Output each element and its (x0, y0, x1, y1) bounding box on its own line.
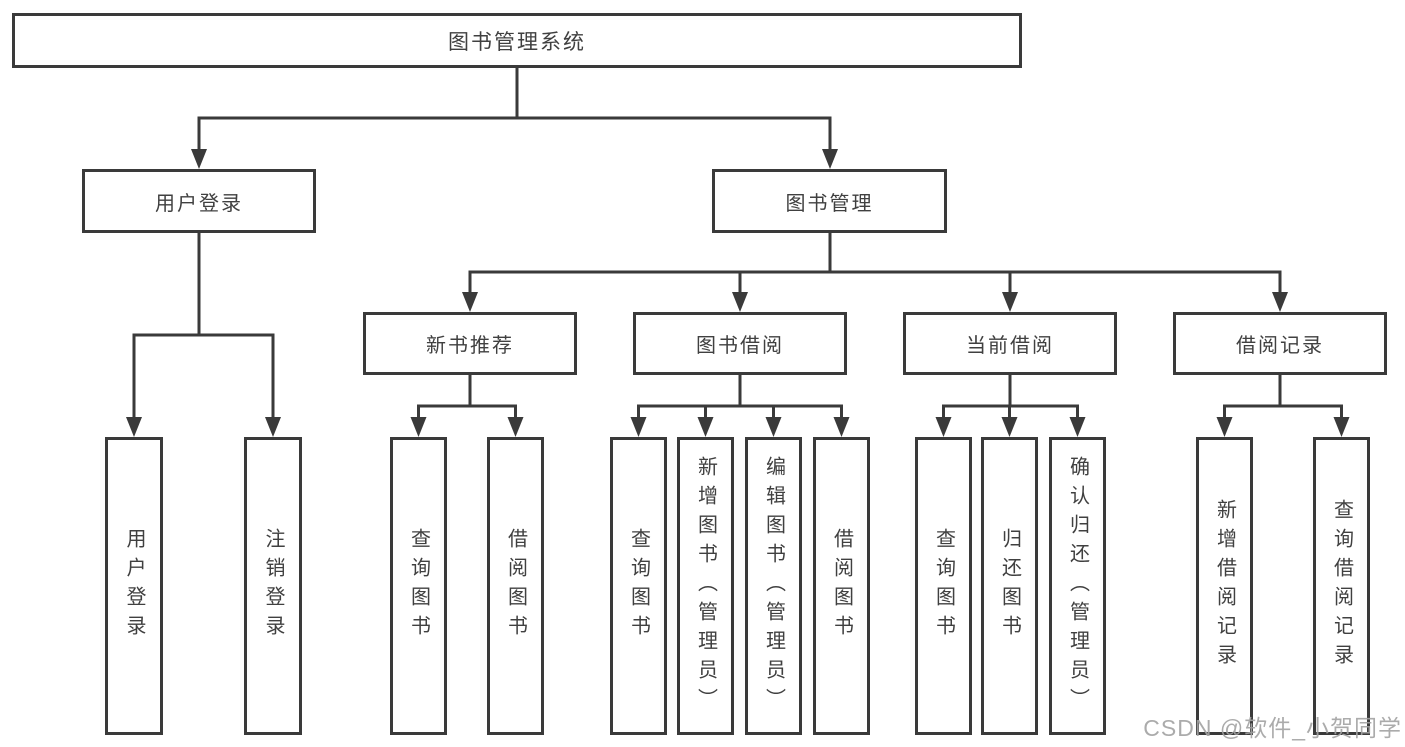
node-library-management-system: 图书管理系统 (12, 13, 1022, 68)
node-label: 借阅图书 (504, 528, 527, 644)
node-label: 图书管理系统 (448, 30, 586, 54)
node-label: 当前借阅 (966, 335, 1054, 357)
leaf-add-borrow-record: 新增借阅记录 (1196, 437, 1253, 735)
leaf-user-login: 用户登录 (105, 437, 163, 735)
leaf-query-books-recommend: 查询图书 (390, 437, 447, 735)
node-label: 查询图书 (407, 528, 430, 644)
node-label: 新书推荐 (426, 335, 514, 357)
node-label: 编辑图书（管理员） (762, 455, 785, 717)
node-current-borrow: 当前借阅 (903, 312, 1117, 375)
node-label: 注销登录 (262, 528, 284, 644)
node-label: 用户登录 (155, 192, 243, 215)
node-label: 确认归还（管理员） (1066, 455, 1089, 717)
leaf-add-books-admin: 新增图书（管理员） (677, 437, 734, 735)
node-book-management: 图书管理 (712, 169, 947, 233)
node-label: 归还图书 (998, 528, 1021, 644)
node-label: 查询图书 (932, 528, 955, 644)
node-label: 查询图书 (627, 528, 650, 644)
leaf-return-books: 归还图书 (981, 437, 1038, 735)
node-label: 借阅图书 (830, 528, 853, 644)
node-new-book-recommend: 新书推荐 (363, 312, 577, 375)
leaf-query-books-current: 查询图书 (915, 437, 972, 735)
node-label: 图书管理 (785, 192, 874, 215)
leaf-edit-books-admin: 编辑图书（管理员） (745, 437, 802, 735)
leaf-borrow-books-recommend: 借阅图书 (487, 437, 544, 735)
node-label: 新增图书（管理员） (694, 455, 717, 717)
leaf-confirm-return-admin: 确认归还（管理员） (1049, 437, 1106, 735)
node-label: 图书借阅 (696, 335, 784, 357)
leaf-borrow-books: 借阅图书 (813, 437, 870, 735)
node-label: 借阅记录 (1236, 335, 1324, 357)
node-user-login: 用户登录 (82, 169, 316, 233)
node-label: 查询借阅记录 (1330, 499, 1353, 673)
leaf-query-books-borrow: 查询图书 (610, 437, 667, 735)
node-label: 用户登录 (123, 528, 145, 644)
node-label: 新增借阅记录 (1213, 499, 1236, 673)
leaf-logout: 注销登录 (244, 437, 302, 735)
node-borrow-records: 借阅记录 (1173, 312, 1387, 375)
leaf-query-borrow-record: 查询借阅记录 (1313, 437, 1370, 735)
node-book-borrow: 图书借阅 (633, 312, 847, 375)
